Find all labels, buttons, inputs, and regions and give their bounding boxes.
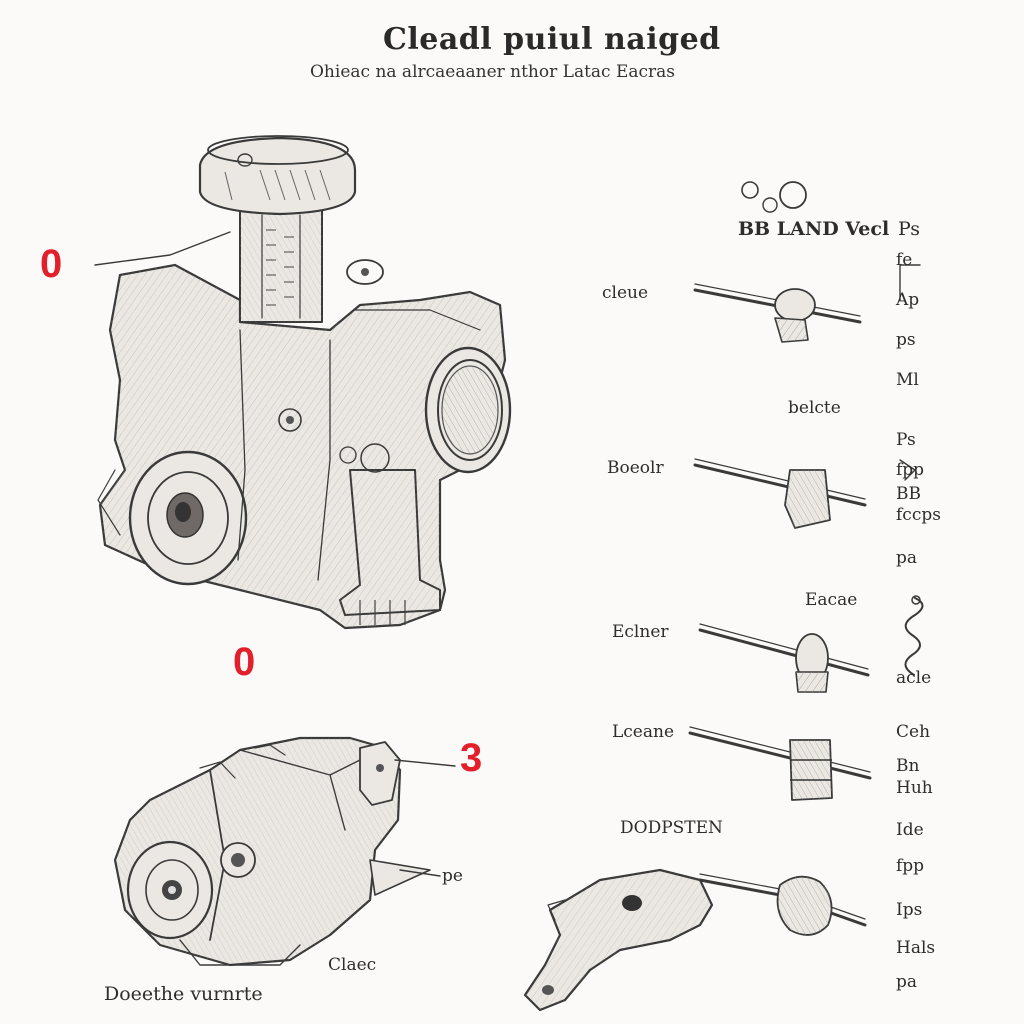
callout-marker-bottom: 3 xyxy=(460,736,483,780)
right-column-label: Bn xyxy=(896,756,920,776)
right-column-label: fccps xyxy=(896,505,941,525)
right-column-label: Ips xyxy=(896,900,923,920)
part-label-4: Lceane xyxy=(612,722,675,742)
secondary-housing-illustration xyxy=(113,736,431,967)
cable-part-4 xyxy=(688,726,872,801)
right-column-label: Ide xyxy=(896,820,924,840)
right-column-label: Ml xyxy=(896,370,919,390)
right-column-label: pa xyxy=(896,972,918,992)
part-label-2: Boeolr xyxy=(607,458,664,478)
right-column-label: Hals xyxy=(896,938,936,958)
bottom-right-label: Claec xyxy=(328,955,377,975)
right-column-label: Ceh xyxy=(896,722,931,742)
right-column-label: pa xyxy=(896,548,918,568)
part-label-5: DODPSTEN xyxy=(620,818,723,838)
cable-part-1 xyxy=(693,283,862,343)
bottom-caption: Doeethe vurnrte xyxy=(104,983,263,1005)
small-fittings xyxy=(741,181,921,481)
callout-marker-top-left: 0 xyxy=(40,242,63,286)
cable-part-3 xyxy=(698,623,870,693)
right-column-label: Huh xyxy=(896,778,933,798)
cable-part-2 xyxy=(693,458,867,529)
right-column-label: fpp xyxy=(896,460,925,480)
header-label-right: Ps xyxy=(898,218,921,240)
part-label-3: Eclner xyxy=(612,622,669,642)
right-column-label: Ps xyxy=(896,430,916,450)
page-subtitle: Ohieac na alrcaeaaner nthor Latac Eacras xyxy=(310,62,676,82)
main-housing-illustration xyxy=(97,135,512,630)
right-column-label: fe xyxy=(896,250,913,270)
bottom-pointer-label: pe xyxy=(442,866,463,886)
part-note-1: belcte xyxy=(788,398,841,418)
page-title: Cleadl puiul naiged xyxy=(383,22,721,57)
right-column-label: ps xyxy=(896,330,916,350)
right-column-label: acle xyxy=(896,668,932,688)
right-column-label: Ap xyxy=(896,290,920,310)
callout-marker-middle: 0 xyxy=(233,640,256,684)
spring-clip xyxy=(904,595,924,676)
right-column-label: BB xyxy=(896,484,921,504)
part-note-3: Eacae xyxy=(805,590,858,610)
header-label-left: BB LAND Vecl xyxy=(738,218,890,240)
right-column-label: fpp xyxy=(896,856,925,876)
part-label-1: cleue xyxy=(602,283,649,303)
bracket-part-5 xyxy=(523,868,867,1012)
